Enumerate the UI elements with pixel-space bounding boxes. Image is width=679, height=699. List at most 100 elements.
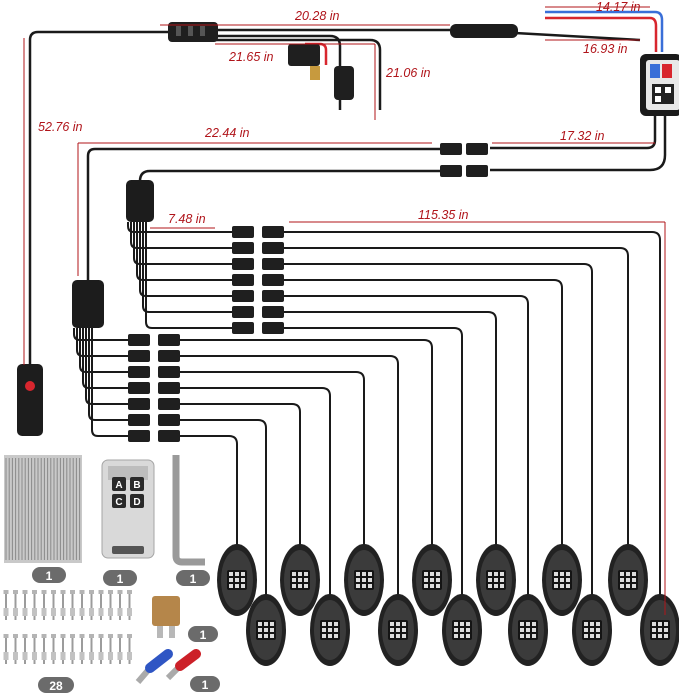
branch-connector <box>158 430 180 442</box>
dim-label-22-44: 22.44 in <box>204 126 250 140</box>
terminals-qty-badge: 1 <box>190 676 220 692</box>
branch-connector <box>128 366 150 378</box>
dim-label-52-76: 52.76 in <box>38 120 83 134</box>
blue-wire <box>545 10 664 52</box>
pod-wire <box>180 371 365 546</box>
hex-key <box>172 455 205 566</box>
svg-text:1: 1 <box>202 678 209 692</box>
svg-text:1: 1 <box>190 572 197 586</box>
branch-connector <box>262 258 284 270</box>
pod-wire <box>284 231 661 596</box>
branch-connector <box>128 398 150 410</box>
blade-fuse <box>152 596 180 638</box>
red-wire <box>545 16 658 52</box>
remote-button-c: C <box>115 497 122 508</box>
pod-wire <box>180 403 301 546</box>
branch-connector <box>262 274 284 286</box>
pod-wire <box>180 435 238 546</box>
svg-text:1: 1 <box>117 572 124 586</box>
rock-light-pod <box>246 594 286 666</box>
rock-light-pod <box>344 544 384 616</box>
branch-connector <box>232 226 254 238</box>
branch-connector <box>262 290 284 302</box>
remote-qty-badge: 1 <box>103 570 137 586</box>
inline-fuse-holder <box>288 44 354 100</box>
splitter-hub-lower <box>72 280 104 328</box>
dim-label-115-35: 115.35 in <box>418 208 469 222</box>
inline-cable-housing <box>450 24 518 38</box>
rock-light-pod <box>280 544 320 616</box>
bluetooth-controller-box <box>640 54 679 116</box>
dim-label-16-93: 16.93 in <box>583 42 628 56</box>
branch-connector <box>232 242 254 254</box>
branch-connector <box>158 350 180 362</box>
fuse-qty-badge: 1 <box>188 626 218 642</box>
dim-label-7-48: 7.48 in <box>168 212 206 226</box>
controller-output-wire-2 <box>490 116 667 172</box>
pod-wires <box>180 231 661 596</box>
zip-ties-bundle <box>4 455 82 563</box>
rock-light-pod <box>310 594 350 666</box>
svg-text:1: 1 <box>46 569 53 583</box>
remote-button-b: B <box>133 480 140 491</box>
pod-wire <box>284 247 629 546</box>
hex-key-qty-badge: 1 <box>176 570 210 586</box>
pod-wire <box>180 419 267 596</box>
branch-connector <box>262 322 284 334</box>
rock-light-pod <box>476 544 516 616</box>
dim-label-17-32: 17.32 in <box>560 129 605 143</box>
remote-control: A B C D <box>101 459 155 559</box>
branch-connector <box>128 334 150 346</box>
branch-connector <box>128 350 150 362</box>
rock-light-pod <box>608 544 648 616</box>
mid-connector-pairs <box>440 143 488 177</box>
wire-terminals <box>135 649 201 684</box>
branch-connector <box>158 398 180 410</box>
pod-wire <box>284 311 497 546</box>
pod-wire <box>180 355 399 596</box>
pod-wire <box>284 279 563 546</box>
splitter-hub-upper <box>126 180 154 222</box>
screws-qty-badge: 28 <box>38 677 74 693</box>
branch-connector <box>158 382 180 394</box>
splitter-feed-2 <box>138 169 440 184</box>
power-plug-connector <box>168 22 218 42</box>
upper-splitter-branches <box>127 222 232 329</box>
branch-connector <box>232 322 254 334</box>
branch-connector <box>232 258 254 270</box>
pod-wire <box>180 387 331 596</box>
dimension-lines <box>23 6 666 615</box>
branch-connector <box>158 414 180 426</box>
branch-connector <box>232 290 254 302</box>
branch-connector <box>232 306 254 318</box>
branch-connectors <box>128 226 284 442</box>
rock-light-pod <box>572 594 612 666</box>
rock-light-pod <box>640 594 679 666</box>
rock-light-pod <box>412 544 452 616</box>
branch-connector <box>128 382 150 394</box>
dim-label-21-65: 21.65 in <box>228 50 274 64</box>
main-power-wiring <box>28 28 641 370</box>
controller-output-wire-1 <box>490 116 657 150</box>
branch-connector <box>158 366 180 378</box>
rock-light-pod <box>378 594 418 666</box>
branch-connector <box>158 334 180 346</box>
lower-splitter-branches <box>73 328 128 437</box>
dim-label-20-28: 20.28 in <box>294 9 340 23</box>
rock-light-pods <box>217 544 679 666</box>
zip-ties-qty-badge: 1 <box>32 567 66 583</box>
branch-connector <box>262 226 284 238</box>
dim-label-14-17: 14.17 in <box>596 0 641 14</box>
pod-wire <box>284 295 529 596</box>
pod-wire <box>180 339 433 546</box>
dim-label-21-06: 21.06 in <box>385 66 431 80</box>
branch-connector <box>232 274 254 286</box>
branch-connector <box>262 242 284 254</box>
remote-button-a: A <box>115 480 122 491</box>
rock-light-pod <box>508 594 548 666</box>
remote-button-d: D <box>133 497 140 508</box>
rock-light-pod <box>442 594 482 666</box>
branch-connector <box>262 306 284 318</box>
rock-light-pod <box>542 544 582 616</box>
